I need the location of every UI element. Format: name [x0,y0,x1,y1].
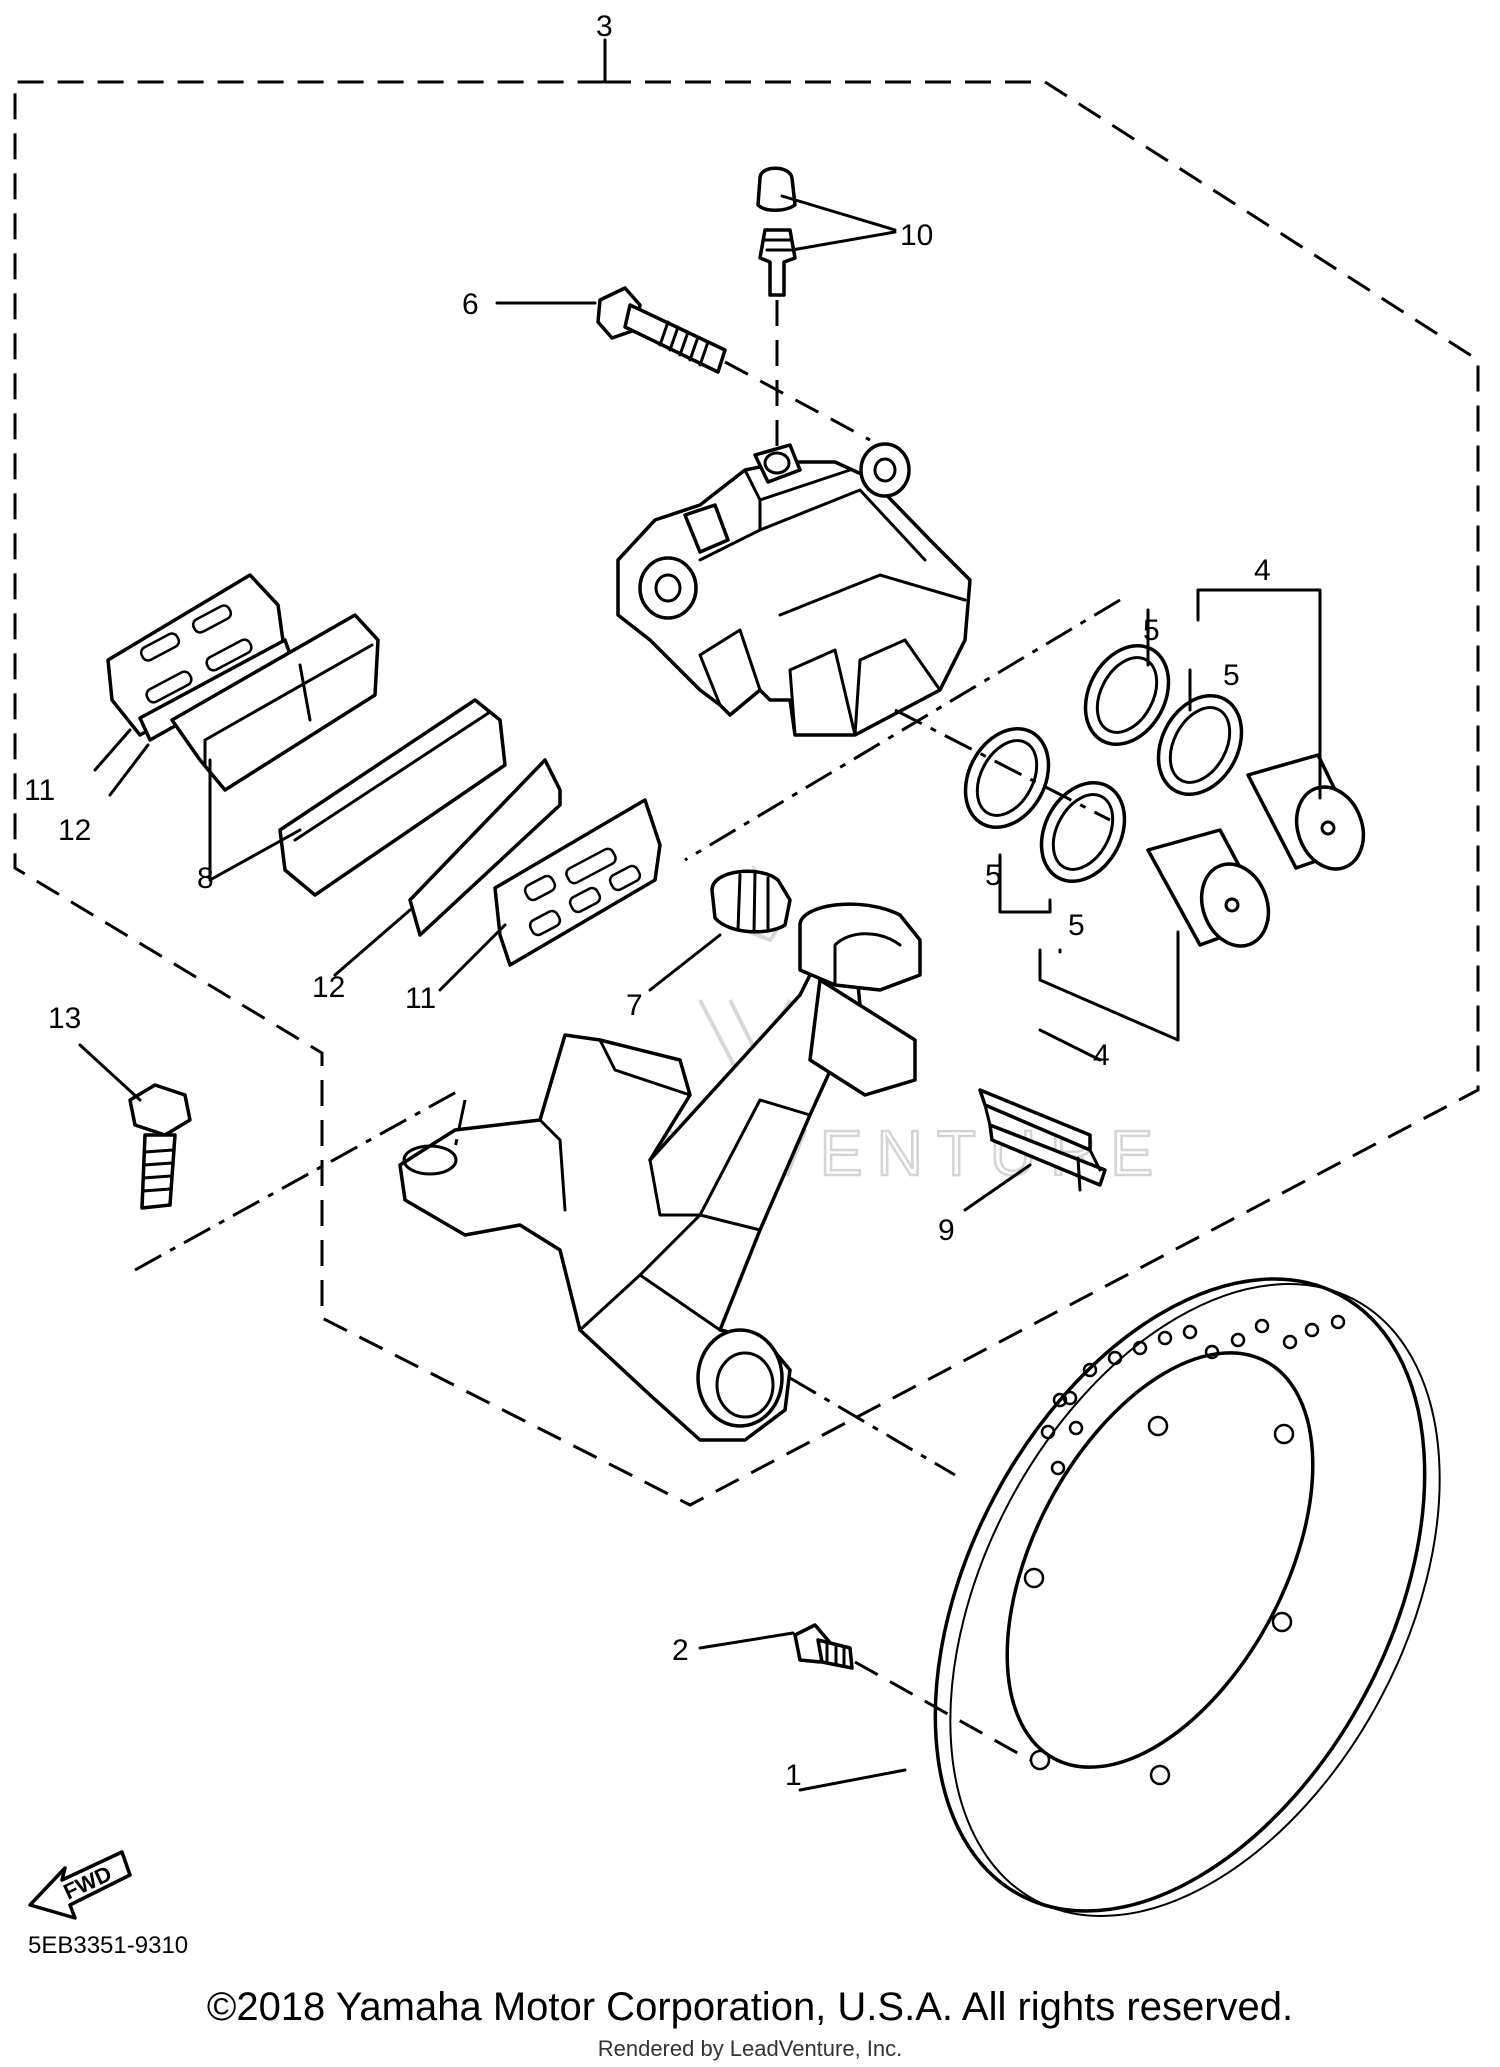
rendered-by-credit: Rendered by LeadVenture, Inc. [597,2036,903,2061]
caliper-mounting-bolt [128,1083,192,1210]
pad-spring [978,1088,1107,1192]
callout-11a: 11 [24,774,55,807]
callout-3: 3 [596,10,613,43]
callout-9: 9 [938,1214,955,1247]
caliper-bracket [398,902,922,1442]
brake-disc [933,1277,1441,1917]
diagram-code: 5EB3351-9310 [28,1932,189,1959]
callout-5d: 5 [1068,909,1085,942]
pin-bolt-guide-line [724,360,871,442]
caliper-pin-bolt [596,286,727,374]
caliper-assembly-outline [13,80,1480,1507]
callout-8: 8 [197,862,214,895]
brake-pad-left [170,613,380,792]
bleed-screw-and-cap [756,166,797,297]
callout-numbers: 1 2 3 4 4 5 5 5 5 6 7 8 9 10 11 11 12 12… [24,10,1271,1792]
callout-leaders [78,194,1322,1792]
piston-seals [963,643,1244,884]
slide-pin-boot [710,869,792,934]
callout-12b: 12 [312,971,345,1004]
callout-10: 10 [900,219,933,252]
callout-4b: 4 [1093,1039,1110,1072]
callout-13: 13 [48,1002,81,1035]
caliper-body [616,442,972,737]
callout-7: 7 [626,989,643,1022]
callout-5a: 5 [1143,614,1160,647]
disc-bolt-guide-line [854,1660,1031,1762]
callout-1: 1 [785,1759,802,1792]
callout-11b: 11 [405,982,436,1015]
pad-shim-plate-right [493,798,662,967]
callout-2: 2 [672,1634,689,1667]
copyright-notice: ©2018 Yamaha Motor Corporation, U.S.A. A… [206,1985,1294,2029]
callout-12a: 12 [58,814,91,847]
bolt-centre-line [134,1088,461,1272]
disc-vent-holes [1040,1314,1346,1476]
bracket-to-disc-line [789,1376,956,1477]
disc-bolt [793,1623,854,1670]
bracket-centre-line-upper [684,598,1121,862]
disc-mount-bolt-holes [1023,1415,1295,1786]
pistons [1146,753,1366,948]
brake-pad-right [278,698,507,897]
callout-4a: 4 [1254,554,1271,587]
pad-shim-right [408,758,562,937]
callout-5b: 5 [1223,659,1240,692]
bracket-centre-line-lower [453,1099,467,1149]
caliper-centre-line [894,708,1111,822]
callout-6: 6 [462,288,479,321]
forward-direction-arrow: FWD [28,1850,132,1920]
callout-5c: 5 [985,859,1002,892]
